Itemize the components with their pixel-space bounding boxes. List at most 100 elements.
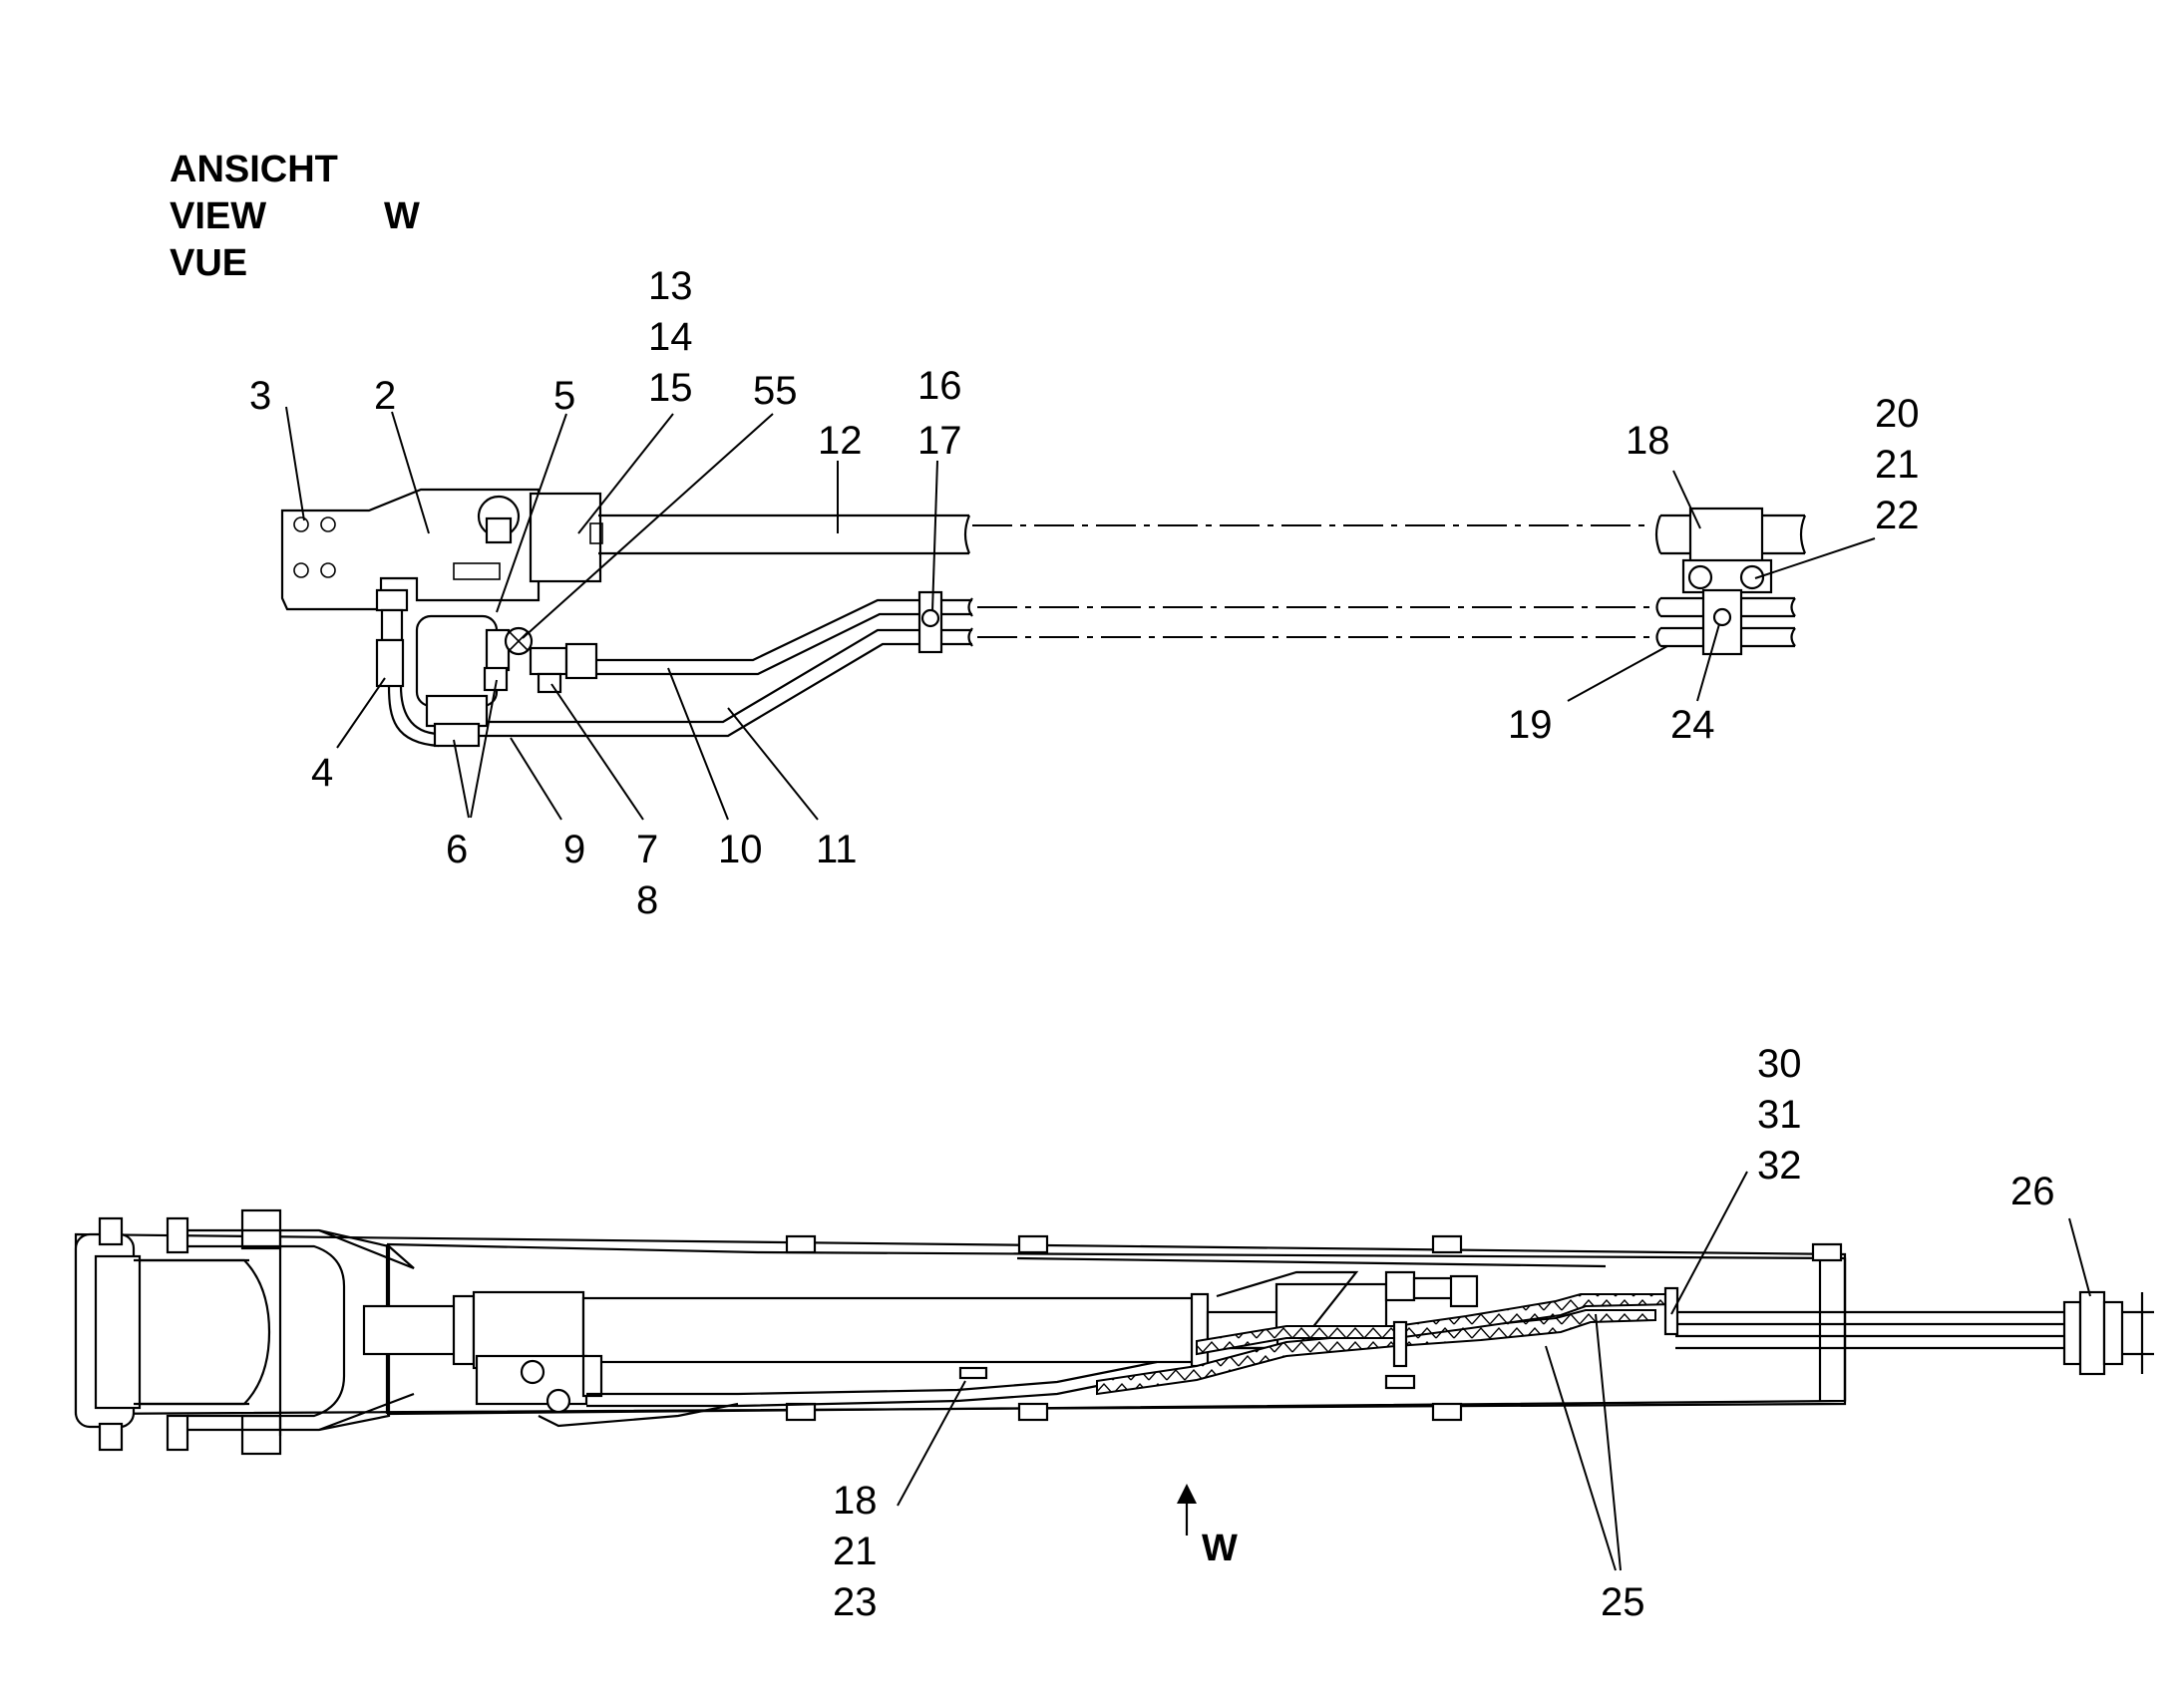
clamp-19-bolt (1712, 607, 1732, 627)
arm-diag (318, 1228, 415, 1270)
view-line-vue: VUE (170, 242, 247, 284)
tube-lug (1811, 1242, 1843, 1262)
leader-5 (496, 413, 567, 613)
hose-4-b (399, 685, 440, 736)
leader-55 (522, 413, 774, 639)
callout-24: 24 (1670, 703, 1715, 747)
tube-lug (785, 1234, 817, 1254)
callout-10: 10 (718, 828, 763, 871)
fitting-4 (375, 638, 405, 688)
cylinder-barrel (581, 1296, 1204, 1364)
valve-block-port (581, 1354, 603, 1398)
cylinder-fitting-nut (1449, 1274, 1479, 1308)
yoke-pin (166, 1216, 189, 1254)
leader-11 (727, 707, 819, 821)
pipe-12-break-right (1654, 514, 1662, 554)
clamp-16-bolt (920, 608, 940, 628)
leader-18 (1672, 470, 1701, 529)
leader-17 (931, 460, 938, 612)
valve-bolt (545, 1388, 571, 1414)
callouts-top: 3 2 5 13 14 15 55 12 16 17 18 20 21 22 1… (249, 264, 1920, 922)
view-title: ANSICHT VIEW VUE W (170, 149, 420, 284)
callout-22: 22 (1875, 494, 1920, 537)
leader-3 (285, 406, 305, 521)
callout-14: 14 (648, 315, 693, 359)
fitting-top (375, 588, 409, 612)
view-line-view: VIEW (170, 195, 266, 237)
pipe-lower-1 (586, 1360, 1158, 1396)
coupling-body (2078, 1290, 2106, 1376)
leader-24 (1696, 623, 1720, 702)
view-letter: W (384, 195, 420, 237)
tube-pad (1384, 1374, 1416, 1390)
leader-2 (391, 411, 430, 534)
boom-arm-inner (187, 1244, 346, 1418)
filter-bowl (425, 694, 489, 728)
callout-7: 7 (636, 828, 658, 871)
plate-hole (293, 562, 309, 578)
callout-17: 17 (917, 419, 962, 463)
filter-drain (433, 722, 481, 748)
union-7 (529, 646, 568, 676)
plate-label (453, 562, 501, 580)
pipe-12-end (1799, 514, 1807, 554)
leader-10 (667, 667, 729, 821)
callout-2: 2 (374, 374, 396, 418)
leader-22 (1754, 537, 1876, 579)
pipe-break (967, 597, 973, 617)
boom-inner-line (1016, 1256, 1607, 1268)
callouts-bottom: 30 31 32 26 18 21 23 25 (833, 1042, 2055, 1624)
callout-23: 23 (833, 1580, 878, 1624)
callout-9: 9 (563, 828, 585, 871)
callout-5: 5 (553, 374, 575, 418)
callout-8: 8 (636, 878, 658, 922)
callout-16: 16 (917, 364, 962, 408)
plate-hole (320, 562, 336, 578)
view-arrow-head (1177, 1484, 1197, 1504)
callout-31: 31 (1757, 1093, 1802, 1137)
pipe-lower-3 (538, 1402, 739, 1428)
callout-26: 26 (2010, 1170, 2055, 1213)
callout-21: 21 (1875, 443, 1920, 487)
leader-6b (470, 679, 498, 819)
leader-19 (1567, 645, 1668, 702)
cylinder-flange (452, 1294, 476, 1366)
hose-clamp-30 (1663, 1286, 1679, 1336)
leader-25b (1595, 1313, 1622, 1571)
cylinder-head (362, 1304, 464, 1356)
callout-3: 3 (249, 374, 271, 418)
filter-port (485, 628, 511, 672)
valve-bolt (520, 1359, 545, 1385)
callout-55: 55 (753, 369, 798, 413)
yoke-pin (166, 1414, 189, 1452)
valve-block-port (589, 522, 603, 544)
tube-lug (1017, 1234, 1049, 1254)
leader-lines (285, 406, 2091, 1571)
leader-25a (1545, 1345, 1617, 1571)
cylinder-end (1190, 1292, 1210, 1368)
fitting (380, 608, 404, 642)
cylinder-fitting (1384, 1270, 1416, 1302)
yoke-eye (140, 1258, 271, 1406)
cylinder-manifold (1274, 1282, 1388, 1330)
leader-4 (336, 677, 386, 749)
pipe-break-end (1790, 597, 1796, 647)
clamp-bolt (1687, 564, 1713, 590)
arm-diag (318, 1392, 415, 1432)
boom-assembly: W (74, 1208, 2154, 1569)
coupling-ports (2102, 1300, 2124, 1366)
filter-housing (415, 614, 499, 708)
view-line-ansicht: ANSICHT (170, 149, 338, 190)
callout-18b: 18 (833, 1479, 878, 1523)
leader-26 (2068, 1217, 2091, 1297)
callout-12: 12 (818, 419, 863, 463)
leader-18-bottom (897, 1380, 966, 1507)
callout-19: 19 (1508, 703, 1553, 747)
elbow-7 (537, 672, 562, 694)
plate-hole (320, 516, 336, 532)
callout-4: 4 (311, 751, 333, 795)
callout-6: 6 (446, 828, 468, 871)
detail-view-w (280, 488, 1807, 748)
callout-30: 30 (1757, 1042, 1802, 1086)
